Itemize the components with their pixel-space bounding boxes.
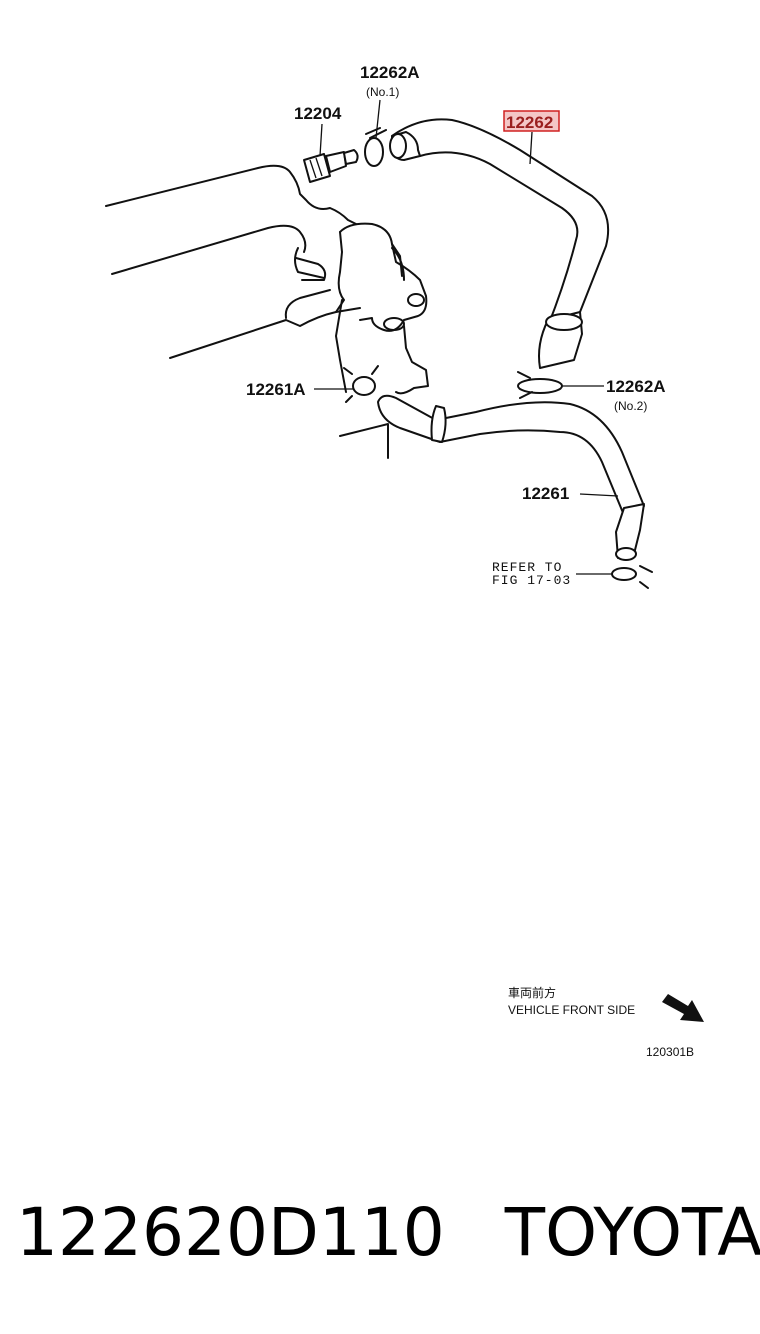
label-hose-lower-part: 12261	[522, 484, 569, 503]
part-number: 122620D110	[16, 1194, 445, 1271]
leader-lines	[314, 99, 619, 575]
label-clamp-no1-part: 12262A	[360, 63, 420, 82]
figure-id: 120301B	[646, 1045, 694, 1059]
refer-line-2[interactable]: FIG 17-03	[492, 573, 571, 588]
label-clamp-no2-note: (No.2)	[614, 399, 647, 413]
brand-name: TOYOTA	[504, 1194, 760, 1271]
highlight-box	[503, 110, 560, 132]
hose-12262	[389, 118, 610, 369]
label-sensor-part: 12204	[294, 104, 342, 123]
clamp-refer	[611, 565, 653, 589]
coolant-sensor-12204	[303, 149, 359, 183]
front-side-label-jp: 車両前方	[508, 985, 556, 1000]
clamp-no2	[517, 371, 563, 399]
hose-12261	[377, 394, 645, 561]
refer-line-1: REFER TO	[492, 560, 562, 575]
front-side-label-en: VEHICLE FRONT SIDE	[508, 1003, 635, 1017]
label-hose-upper-part[interactable]: 12262	[506, 113, 553, 132]
front-direction-arrow-icon	[662, 994, 704, 1022]
footer-caption: 122620D110 TOYOTA	[16, 1188, 760, 1278]
engine-block-outline	[105, 164, 429, 459]
clamp-12261a	[343, 365, 379, 403]
clamp-no1	[364, 127, 387, 167]
label-clamp-no1-note: (No.1)	[366, 85, 399, 99]
label-clamp-left-part: 12261A	[246, 380, 306, 399]
label-clamp-no2-part: 12262A	[606, 377, 666, 396]
